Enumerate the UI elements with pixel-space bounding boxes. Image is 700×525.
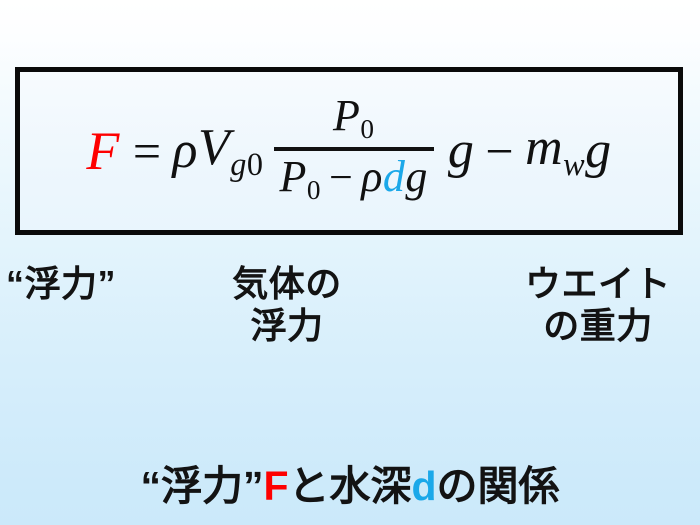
denominator-d: d: [382, 151, 406, 201]
fraction-numerator: P0: [327, 90, 381, 147]
equation-term-g-multiplier: g: [447, 122, 475, 179]
formula-box: F = ρ Vg0 P0 P0−ρdg g − mw g: [15, 67, 683, 235]
fraction-bar: [273, 146, 434, 151]
annotation-buoyancy: “浮力”: [6, 263, 117, 304]
equation-V-subscript-g: g: [230, 145, 247, 182]
equation-m-base: m: [525, 119, 564, 177]
equation-V-subscript-0: 0: [246, 145, 264, 182]
equation-m-subscript-w: w: [563, 145, 586, 182]
caption-part-3: の関係: [436, 463, 560, 509]
equation-minus-sign: −: [485, 123, 515, 179]
denominator-g: g: [405, 151, 428, 201]
equation-fraction: P0 P0−ρdg: [273, 90, 434, 205]
equation-term-F: F: [86, 121, 120, 181]
equation-equals-sign: =: [132, 123, 162, 179]
fraction-denominator: P0−ρdg: [274, 151, 434, 205]
denominator-minus-sign: −: [329, 154, 354, 201]
buoyancy-equation: F = ρ Vg0 P0 P0−ρdg g − mw g: [86, 90, 612, 207]
denominator-rho: ρ: [361, 151, 383, 201]
numerator-P-subscript: 0: [360, 114, 375, 145]
caption-part-2: と水深: [288, 463, 412, 509]
equation-term-mw: mw: [525, 122, 585, 180]
slide-caption: “浮力”Fと水深dの関係: [0, 452, 700, 512]
equation-term-V: Vg0: [198, 122, 264, 180]
equation-V-base: V: [198, 119, 231, 177]
equation-term-g-final: g: [585, 122, 612, 179]
annotation-gas-buoyancy: 気体の 浮力: [232, 263, 342, 346]
caption-symbol-F: F: [263, 463, 289, 509]
annotation-weight-gravity: ウエイト の重力: [524, 263, 671, 346]
denominator-P: P: [279, 151, 307, 201]
numerator-P: P: [332, 90, 361, 140]
caption-symbol-d: d: [411, 463, 437, 509]
denominator-P-subscript: 0: [306, 175, 322, 206]
equation-term-rho: ρ: [172, 122, 199, 179]
caption-part-1: “浮力”: [140, 463, 264, 509]
